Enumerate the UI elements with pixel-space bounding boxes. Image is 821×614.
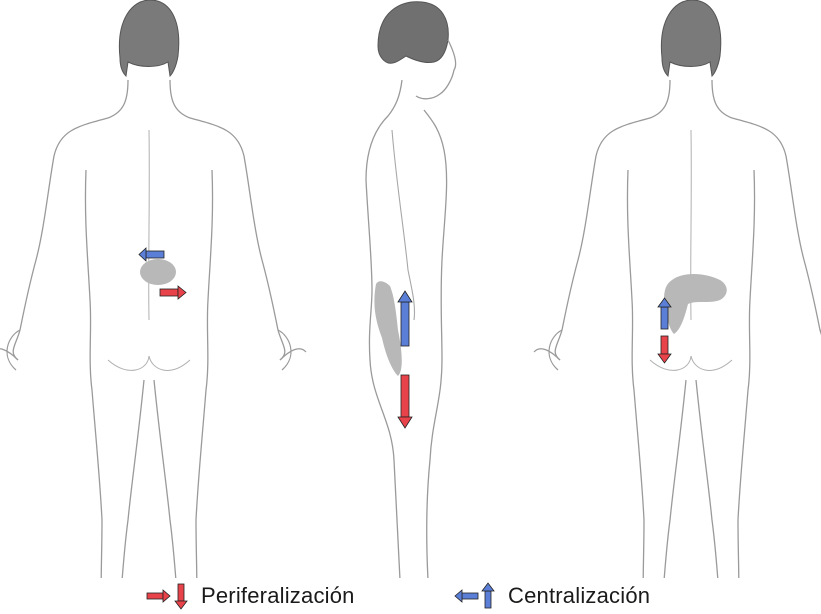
peripheralization-arrows-icon (145, 581, 189, 611)
centralization-arrow-up-fig2 (398, 291, 412, 346)
peripheralization-arrow-right-fig1 (160, 286, 186, 299)
figure-side (366, 2, 458, 578)
legend: Periferalización Centralización (0, 578, 821, 614)
figures-canvas (0, 0, 821, 578)
figure-back-right (534, 0, 821, 578)
centralization-arrows-icon (452, 581, 496, 611)
pain-area-posterior-thigh (374, 281, 401, 376)
peripheralization-arrow-down-fig3 (658, 336, 671, 363)
legend-centralization: Centralización (452, 578, 650, 614)
legend-peripheralization: Periferalización (145, 578, 355, 614)
centralization-arrow-left-fig1 (139, 248, 164, 261)
figure-back-left (0, 0, 306, 578)
peripheralization-arrow-down-fig2 (398, 375, 412, 428)
pain-area-lumbar (140, 259, 176, 285)
legend-peripheralization-label: Periferalización (201, 583, 355, 609)
legend-centralization-label: Centralización (508, 583, 650, 609)
pain-area-buttock-thigh (664, 274, 727, 334)
